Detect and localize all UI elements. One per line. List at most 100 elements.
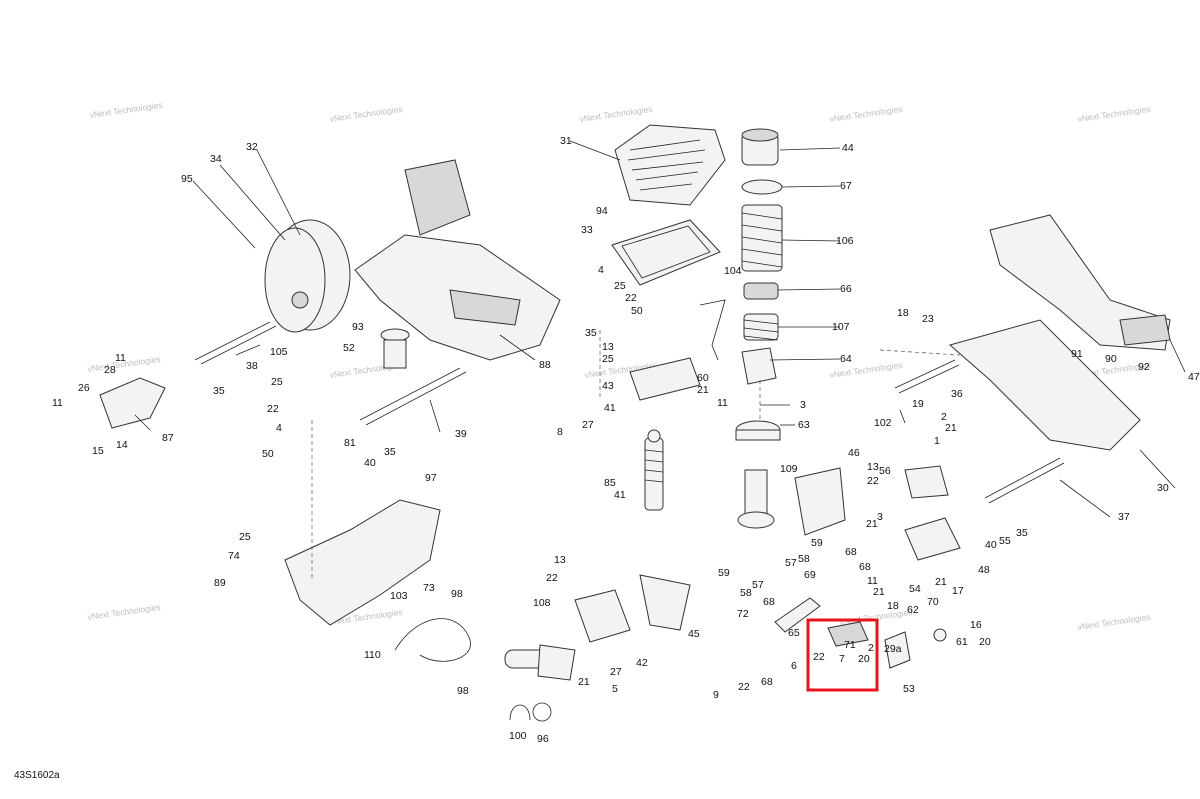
callout-c15: 15	[92, 445, 104, 457]
callout-c43: 43	[602, 380, 614, 392]
highlight-box	[806, 618, 879, 692]
callout-c68c: 68	[763, 596, 775, 608]
callout-c41a: 41	[604, 402, 616, 414]
callout-c50a: 50	[631, 305, 643, 317]
lever-part	[774, 597, 821, 633]
rear-frame-part	[948, 214, 1171, 451]
drive-cover-part	[264, 219, 351, 333]
callout-c108: 108	[533, 597, 551, 609]
callout-c4b: 4	[276, 422, 282, 434]
callout-c21e: 21	[935, 576, 947, 588]
reference-code: 43S1602a	[14, 770, 60, 781]
parts-drawing	[99, 124, 1171, 722]
callout-c35d: 35	[1016, 527, 1028, 539]
callout-c96: 96	[537, 733, 549, 745]
callout-c40a: 40	[364, 457, 376, 469]
callout-c2a: 2	[868, 642, 874, 654]
callout-c18a: 18	[887, 600, 899, 612]
callout-c93: 93	[352, 321, 364, 333]
callout-c90: 90	[1105, 353, 1117, 365]
callout-c3b: 3	[877, 511, 883, 523]
callout-c48: 48	[978, 564, 990, 576]
shaft-37	[984, 457, 1061, 499]
callout-c4a: 4	[598, 264, 604, 276]
watermark: vNext Technologies	[87, 602, 161, 622]
callout-c19: 19	[912, 398, 924, 410]
callout-c97: 97	[425, 472, 437, 484]
callout-c13a: 13	[602, 341, 614, 353]
retainer-part	[741, 179, 783, 195]
callout-c22b: 22	[267, 403, 279, 415]
callout-c88: 88	[539, 359, 551, 371]
damper-bracket-part	[794, 467, 846, 536]
lower-mount-part	[741, 347, 777, 385]
secondary-spring-part	[743, 313, 779, 341]
callout-c25a: 25	[614, 280, 626, 292]
callout-c1: 1	[934, 435, 940, 447]
boot-part	[380, 328, 410, 369]
callout-c68b: 68	[859, 561, 871, 573]
callout-c98a: 98	[451, 588, 463, 600]
callout-c60: 60	[697, 372, 709, 384]
callout-c8: 8	[557, 426, 563, 438]
watermark: vNext Technologies	[829, 104, 903, 124]
callout-c20a: 20	[858, 653, 870, 665]
callout-c27a: 27	[582, 419, 594, 431]
clamp-100	[509, 704, 531, 721]
watermark: vNext Technologies	[1077, 104, 1151, 124]
callout-c104: 104	[724, 265, 742, 277]
highlighted-bracket-part	[827, 621, 869, 647]
callout-c11a: 11	[717, 397, 728, 409]
callout-c29a: 29a	[884, 643, 902, 655]
callout-c69: 69	[804, 569, 816, 581]
callout-c50b: 50	[262, 448, 274, 460]
callout-c22a: 22	[625, 292, 637, 304]
callout-c89: 89	[214, 577, 226, 589]
callout-c7: 7	[839, 653, 845, 665]
callout-c36: 36	[951, 388, 963, 400]
callout-c22d: 22	[867, 475, 879, 487]
upper-bracket-part	[629, 357, 701, 401]
callout-c74: 74	[228, 550, 240, 562]
watermark: vNext Technologies	[1077, 612, 1151, 632]
callout-c17: 17	[952, 585, 964, 597]
callout-c45: 45	[688, 628, 700, 640]
callout-c85: 85	[604, 477, 616, 489]
callout-c66: 66	[840, 283, 852, 295]
wire-clip-part	[699, 299, 726, 361]
callout-c107: 107	[832, 321, 850, 333]
callout-c95: 95	[181, 173, 193, 185]
callout-c30: 30	[1157, 482, 1169, 494]
callout-c25d: 25	[239, 531, 251, 543]
callout-c54: 54	[909, 583, 921, 595]
callout-c21f: 21	[945, 422, 957, 434]
callout-c46: 46	[848, 447, 860, 459]
callout-c42: 42	[636, 657, 648, 669]
callout-c6: 6	[791, 660, 797, 672]
lower-frame-part	[284, 499, 441, 626]
callout-c105: 105	[270, 346, 288, 358]
callout-c31: 31	[560, 135, 572, 147]
callout-c32: 32	[246, 141, 258, 153]
top-cap-part	[741, 128, 779, 166]
callout-c68a: 68	[845, 546, 857, 558]
callout-c35a: 35	[585, 327, 597, 339]
callout-c72: 72	[737, 608, 749, 620]
callout-c98b: 98	[457, 685, 469, 697]
callout-c53: 53	[903, 683, 915, 695]
callout-c40b: 40	[985, 539, 997, 551]
callout-c55: 55	[999, 535, 1011, 547]
left-knuckle-part	[99, 377, 166, 429]
callout-c58b: 58	[740, 587, 752, 599]
callout-c25b: 25	[602, 353, 614, 365]
callout-c11b: 11	[115, 352, 126, 364]
callout-c68d: 68	[761, 676, 773, 688]
callout-c41b: 41	[614, 489, 626, 501]
cable-part	[394, 618, 471, 662]
callout-c18b: 18	[897, 307, 909, 319]
callout-c70: 70	[927, 596, 939, 608]
shaft-38	[194, 321, 271, 361]
callout-c57a: 57	[785, 557, 797, 569]
callout-c56: 56	[879, 465, 891, 477]
callout-c39: 39	[455, 428, 467, 440]
